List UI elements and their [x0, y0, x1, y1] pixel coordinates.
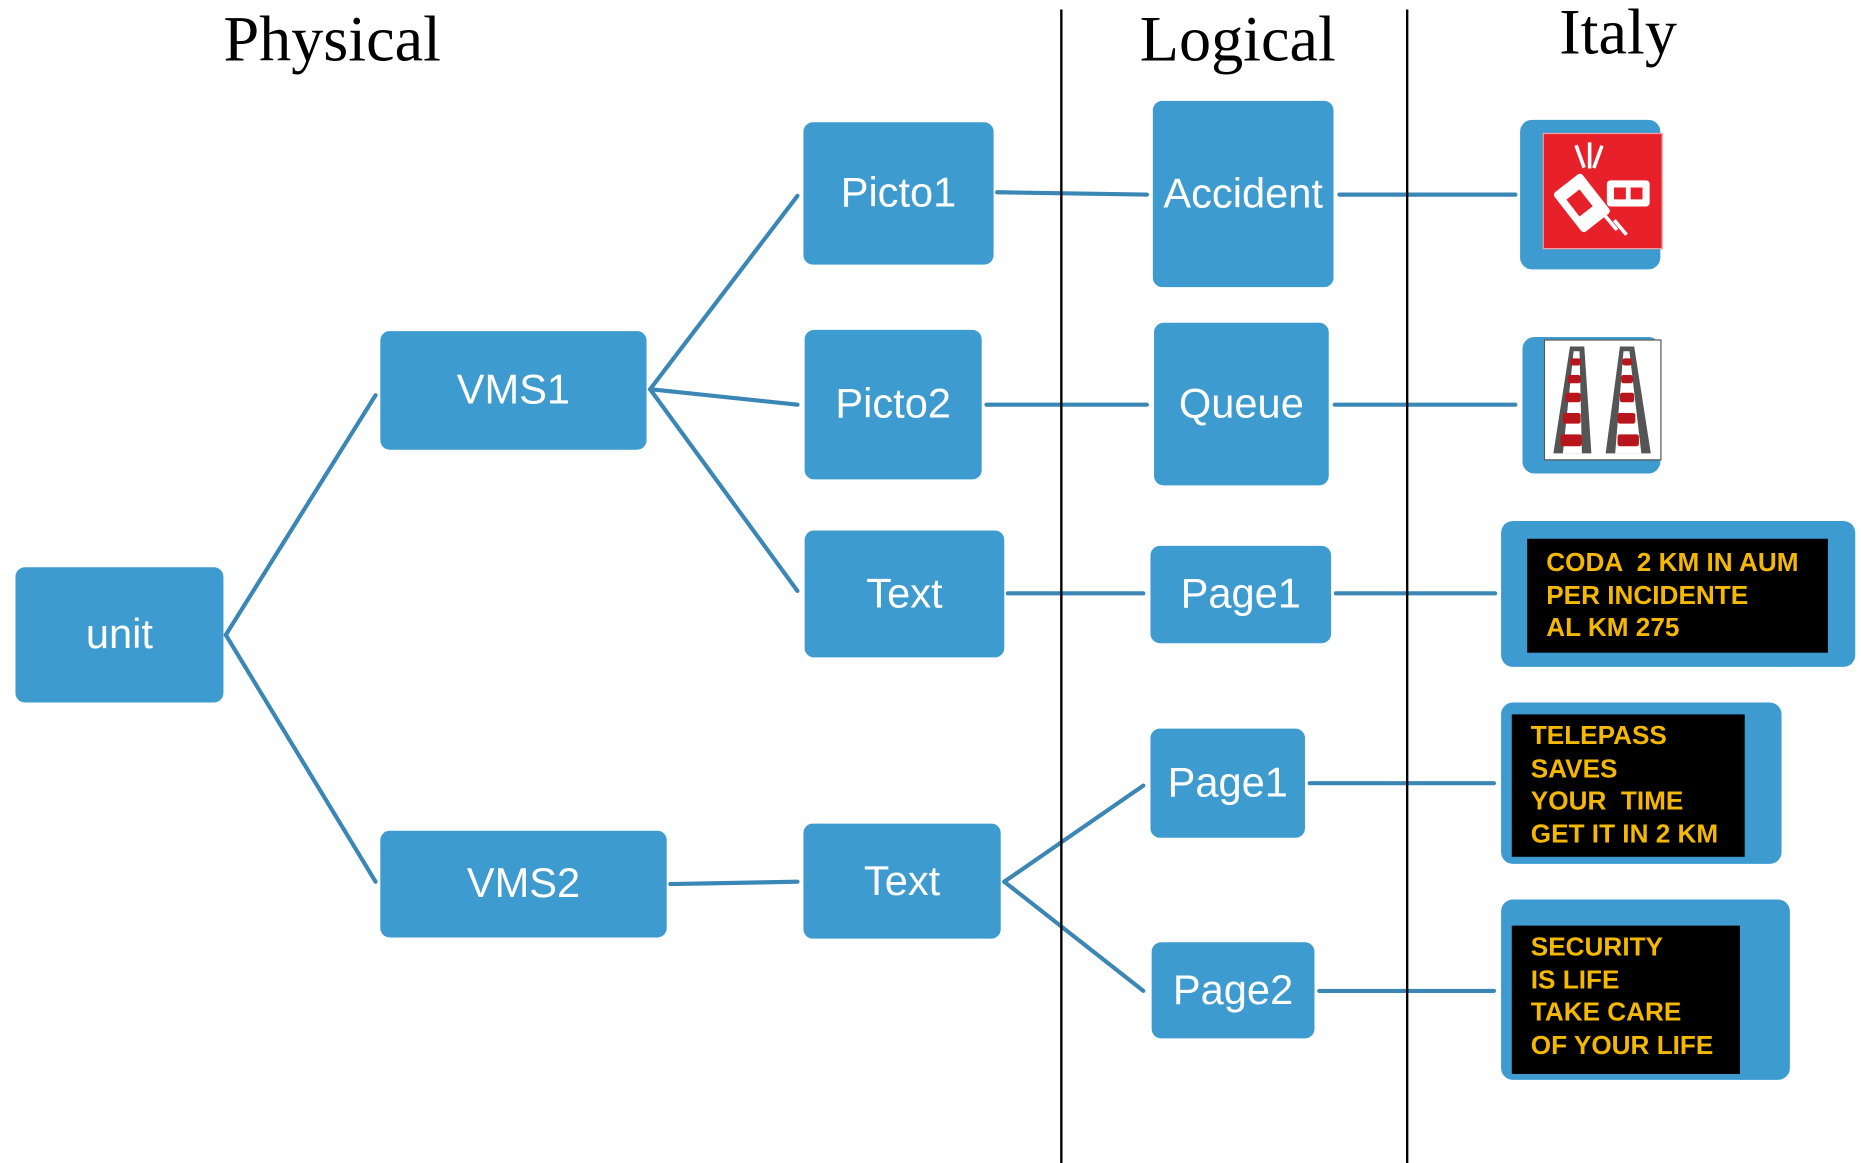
edge-vms1-picto1 — [648, 193, 800, 392]
column-divider-logical-italy — [1405, 9, 1409, 1163]
node-label: Text — [863, 857, 941, 904]
sign-line: OF YOUR LIFE — [1530, 1029, 1714, 1060]
node-label: Page2 — [1172, 966, 1294, 1013]
sign-line: SECURITY — [1530, 931, 1664, 962]
node-vms2-page2: Page2 — [1151, 942, 1315, 1039]
edge-unit-vms1 — [223, 393, 378, 637]
card-sign-3: SECURITY IS LIFE TAKE CARE OF YOUR LIFE — [1501, 899, 1790, 1080]
node-vms2-page1: Page1 — [1150, 728, 1305, 838]
vms-sign-2: TELEPASS SAVES YOUR TIME GET IT IN 2 KM — [1511, 714, 1745, 857]
edge-picto1-accident — [995, 190, 1149, 197]
edge-vms1-picto2 — [648, 387, 800, 407]
card-sign-2: TELEPASS SAVES YOUR TIME GET IT IN 2 KM — [1501, 702, 1782, 864]
node-label: Picto2 — [835, 380, 951, 428]
sign-line: TELEPASS — [1530, 720, 1667, 750]
vms-sign-1: CODA 2 KM IN AUM PER INCIDENTE AL KM 275 — [1527, 538, 1828, 653]
sign-line: IS LIFE — [1530, 964, 1620, 994]
accident-pictogram-icon — [1542, 132, 1663, 250]
node-label: Queue — [1178, 380, 1304, 427]
queue-pictogram-icon — [1543, 339, 1662, 461]
edge-text-page1b — [1002, 783, 1146, 884]
sign-line: CODA 2 KM IN AUM — [1546, 547, 1799, 577]
node-label: unit — [85, 611, 153, 658]
edge-unit-vms2 — [223, 632, 378, 884]
node-queue: Queue — [1154, 322, 1329, 486]
sign-line: YOUR TIME — [1530, 785, 1684, 816]
node-label: Page1 — [1167, 759, 1288, 806]
edge-vms1-text — [648, 387, 800, 594]
node-vms1: VMS1 — [380, 331, 647, 450]
sign-line: TAKE CARE — [1530, 996, 1682, 1027]
node-unit: unit — [15, 567, 224, 703]
node-label: VMS2 — [466, 860, 581, 907]
sign-line: SAVES — [1530, 752, 1618, 783]
card-sign-1: CODA 2 KM IN AUM PER INCIDENTE AL KM 275 — [1501, 520, 1856, 667]
sign-line: PER INCIDENTE — [1546, 579, 1749, 610]
edge-vms2-text — [668, 879, 800, 887]
card-queue-pictogram — [1522, 337, 1662, 474]
node-vms2: VMS2 — [380, 830, 667, 938]
column-header-italy: Italy — [1559, 0, 1677, 68]
node-label: Page1 — [1180, 570, 1301, 618]
column-header-logical: Logical — [1139, 3, 1336, 75]
edge-text-page2 — [1002, 879, 1146, 993]
node-picto1: Picto1 — [803, 122, 994, 265]
node-label: Picto1 — [840, 169, 957, 216]
node-accident: Accident — [1152, 100, 1334, 288]
column-divider-physical-logical — [1060, 9, 1063, 1163]
card-accident-pictogram — [1520, 119, 1663, 270]
sign-line: GET IT IN 2 KM — [1530, 818, 1719, 848]
column-header-physical: Physical — [223, 3, 441, 75]
node-vms1-text: Text — [804, 530, 1005, 658]
node-vms2-text: Text — [803, 823, 1001, 939]
node-label: Text — [866, 570, 943, 617]
node-vms1-page1: Page1 — [1150, 545, 1332, 644]
node-picto2: Picto2 — [804, 329, 982, 480]
sign-line: AL KM 275 — [1546, 612, 1680, 643]
node-label: Accident — [1163, 170, 1323, 217]
node-label: VMS1 — [456, 366, 571, 413]
vms-sign-3: SECURITY IS LIFE TAKE CARE OF YOUR LIFE — [1511, 925, 1740, 1074]
